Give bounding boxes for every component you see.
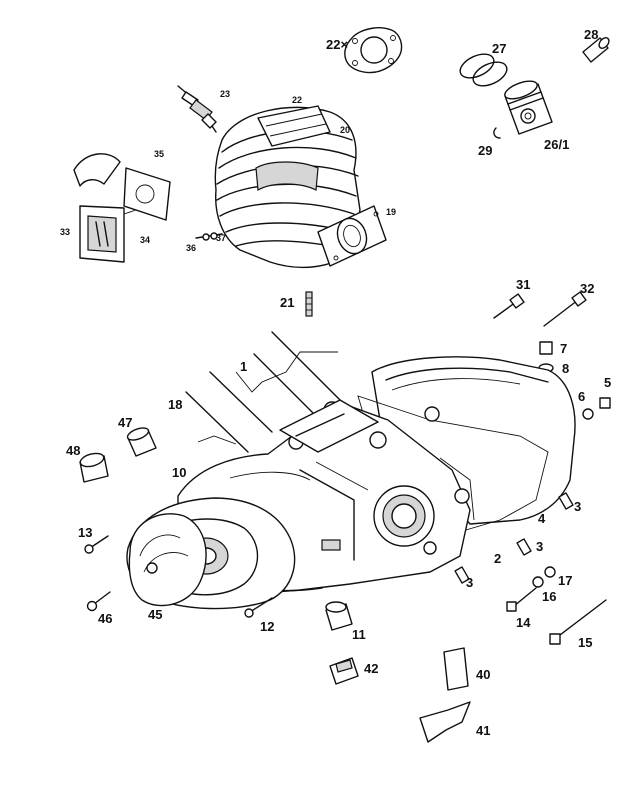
label-part-17: 17 bbox=[558, 573, 573, 588]
label-1-leader bbox=[235, 351, 338, 393]
piston-rings bbox=[459, 53, 508, 87]
label-part-46: 46 bbox=[98, 611, 113, 626]
bolt-15 bbox=[549, 599, 607, 645]
cylinder-head-gasket bbox=[344, 27, 403, 74]
label-part-33: 33 bbox=[60, 227, 71, 237]
bracket-40 bbox=[443, 647, 469, 691]
label-part-21: 21 bbox=[280, 295, 295, 310]
label-part-4: 4 bbox=[538, 511, 546, 526]
bolt-13 bbox=[84, 535, 109, 554]
label-part-23: 23 bbox=[220, 89, 231, 99]
bolt-12 bbox=[244, 597, 273, 618]
label-part-16: 16 bbox=[542, 589, 557, 604]
label-part-26-1: 26/1 bbox=[544, 137, 570, 152]
cylinder-studs bbox=[185, 331, 341, 453]
bush-48 bbox=[79, 452, 109, 483]
label-part-8: 8 bbox=[562, 361, 570, 376]
dowel-pin-3b bbox=[516, 538, 532, 556]
label-part-48: 48 bbox=[66, 443, 81, 458]
label-part-32: 32 bbox=[580, 281, 595, 296]
stud-and-nut bbox=[195, 232, 223, 241]
dowel-pin-3a bbox=[558, 492, 574, 510]
bush-11 bbox=[325, 601, 353, 631]
dowel-pin-3c bbox=[454, 566, 470, 584]
label-part-36: 36 bbox=[186, 243, 197, 253]
label-part-13: 13 bbox=[78, 525, 93, 540]
label-part-41: 41 bbox=[476, 723, 491, 738]
label-part-3-b: 3 bbox=[536, 539, 544, 554]
label-part-47: 47 bbox=[118, 415, 133, 430]
label-part-11: 11 bbox=[352, 627, 366, 642]
rubber-mount-42 bbox=[329, 657, 359, 685]
label-part-40: 40 bbox=[476, 667, 491, 682]
label-part-45: 45 bbox=[148, 607, 163, 622]
label-part-22x: 22× bbox=[326, 37, 349, 52]
label-part-18: 18 bbox=[168, 397, 183, 412]
label-part-22: 22 bbox=[292, 95, 303, 105]
variator-cover bbox=[126, 497, 296, 610]
label-part-27: 27 bbox=[492, 41, 507, 56]
label-part-34: 34 bbox=[140, 235, 151, 245]
label-part-3-a: 3 bbox=[574, 499, 582, 514]
label-part-42: 42 bbox=[364, 661, 379, 676]
label-part-6: 6 bbox=[578, 389, 586, 404]
label-part-3-c: 3 bbox=[466, 575, 474, 590]
reed-valve-assembly bbox=[73, 153, 171, 263]
piston bbox=[504, 80, 553, 135]
spark-plug bbox=[177, 85, 217, 133]
bolt-31 bbox=[493, 293, 525, 319]
cylinder bbox=[214, 105, 361, 268]
bolt-32 bbox=[543, 291, 587, 327]
label-part-15: 15 bbox=[578, 635, 593, 650]
washer-6 bbox=[582, 408, 594, 420]
label-18-leader bbox=[197, 435, 237, 445]
stud-21 bbox=[305, 291, 313, 317]
piston-circlip bbox=[493, 127, 501, 139]
bush-47 bbox=[126, 427, 157, 457]
piston-pin bbox=[582, 37, 610, 63]
label-part-19: 19 bbox=[386, 207, 397, 217]
bolt-5 bbox=[599, 397, 611, 409]
label-part-10: 10 bbox=[172, 465, 187, 480]
label-part-28: 28 bbox=[584, 27, 599, 42]
cylinder-exhaust-flange bbox=[317, 205, 387, 267]
label-part-2: 2 bbox=[494, 551, 502, 566]
label-part-29: 29 bbox=[478, 143, 493, 158]
washer-16 bbox=[532, 576, 544, 588]
label-part-1: 1 bbox=[240, 359, 248, 374]
bolt-14 bbox=[506, 587, 537, 612]
nut-17 bbox=[544, 566, 556, 578]
label-part-14: 14 bbox=[516, 615, 531, 630]
label-part-31: 31 bbox=[516, 277, 531, 292]
label-part-7: 7 bbox=[560, 341, 568, 356]
label-part-37: 37 bbox=[216, 233, 227, 243]
label-part-20: 20 bbox=[340, 125, 351, 135]
oil-plug bbox=[539, 341, 553, 355]
label-part-5: 5 bbox=[604, 375, 612, 390]
screw-46 bbox=[86, 591, 111, 612]
clip-41 bbox=[419, 701, 471, 743]
label-part-35: 35 bbox=[154, 149, 165, 159]
label-part-12: 12 bbox=[260, 619, 275, 634]
